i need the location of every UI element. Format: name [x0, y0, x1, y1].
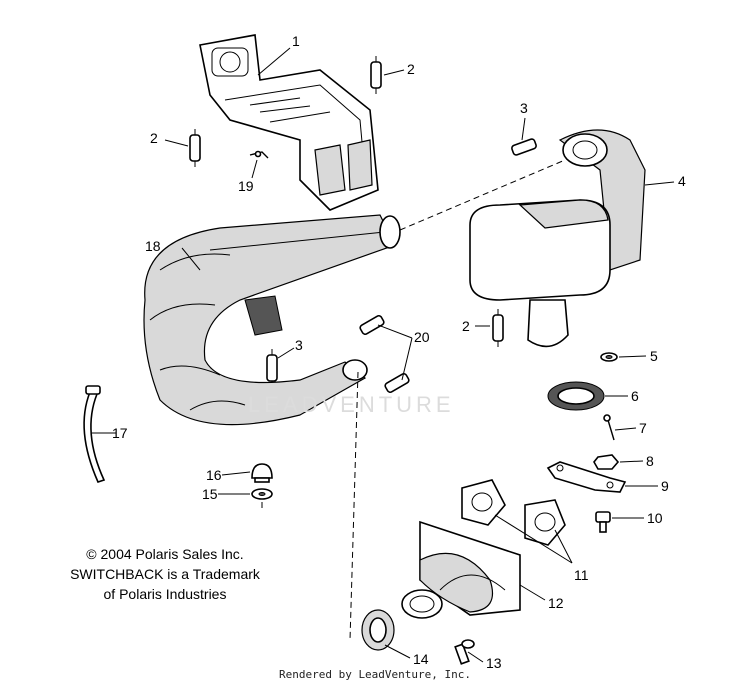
callout-3-top: 3: [520, 100, 528, 116]
rendered-by-footer: Rendered by LeadVenture, Inc.: [278, 668, 472, 681]
part-16-grommet[interactable]: [251, 463, 273, 483]
callout-6: 6: [631, 388, 639, 404]
callout-17: 17: [112, 425, 128, 441]
callout-8: 8: [646, 453, 654, 469]
callout-2-mid: 2: [462, 318, 470, 334]
callout-3-left: 3: [295, 337, 303, 353]
callout-2-left: 2: [150, 130, 158, 146]
watermark: LEADVENTURE: [248, 392, 455, 417]
part-13-bolt[interactable]: [454, 639, 475, 665]
part-19-clip[interactable]: [249, 150, 269, 159]
copyright-line-3: of Polaris Industries: [103, 586, 227, 602]
callout-19: 19: [238, 178, 254, 194]
part-2-spring-top[interactable]: [370, 56, 382, 94]
leader-lines: [92, 47, 675, 663]
callout-4: 4: [678, 173, 686, 189]
part-2-spring-mid[interactable]: [492, 309, 504, 347]
callout-11: 11: [574, 567, 589, 583]
part-12-manifold[interactable]: [401, 520, 521, 619]
callouts: 1 2 2 2 3 3 4 5 6 7 8 9 10 11 12 13 14 1…: [112, 33, 686, 671]
part-5-washer[interactable]: [600, 352, 618, 362]
part-6-gasket[interactable]: [547, 381, 605, 411]
part-11-gaskets[interactable]: [461, 479, 566, 546]
part-1-bracket[interactable]: [199, 34, 379, 211]
part-8-nut[interactable]: [593, 454, 620, 470]
callout-9: 9: [661, 478, 669, 494]
copyright-line-1: © 2004 Polaris Sales Inc.: [86, 546, 244, 562]
part-20-springs[interactable]: [359, 314, 410, 394]
part-3-spring-left[interactable]: [266, 349, 278, 387]
assembly-lines: [349, 159, 566, 641]
part-3-spring-top[interactable]: [511, 138, 537, 156]
part-2-spring-left[interactable]: [189, 129, 201, 167]
part-17-strap[interactable]: [83, 385, 106, 483]
part-10-bolt[interactable]: [595, 511, 611, 533]
callout-20: 20: [414, 329, 430, 345]
part-7-pin[interactable]: [603, 414, 615, 441]
part-4-silencer[interactable]: [469, 129, 646, 348]
callout-1: 1: [292, 33, 300, 49]
callout-12: 12: [548, 595, 564, 611]
callout-5: 5: [650, 348, 658, 364]
callout-7: 7: [639, 420, 647, 436]
part-9-bracket[interactable]: [546, 461, 627, 493]
part-15-washer[interactable]: [251, 488, 273, 508]
part-14-seal[interactable]: [361, 609, 395, 651]
callout-18: 18: [145, 238, 161, 254]
callout-13: 13: [486, 655, 502, 671]
part-18-expansion-chamber[interactable]: [143, 214, 401, 426]
copyright-notice: © 2004 Polaris Sales Inc. SWITCHBACK is …: [60, 544, 270, 604]
callout-16: 16: [206, 467, 222, 483]
callout-2-top: 2: [407, 61, 415, 77]
copyright-line-2: SWITCHBACK is a Trademark: [70, 566, 260, 582]
callout-10: 10: [647, 510, 663, 526]
callout-15: 15: [202, 486, 218, 502]
callout-14: 14: [413, 651, 429, 667]
